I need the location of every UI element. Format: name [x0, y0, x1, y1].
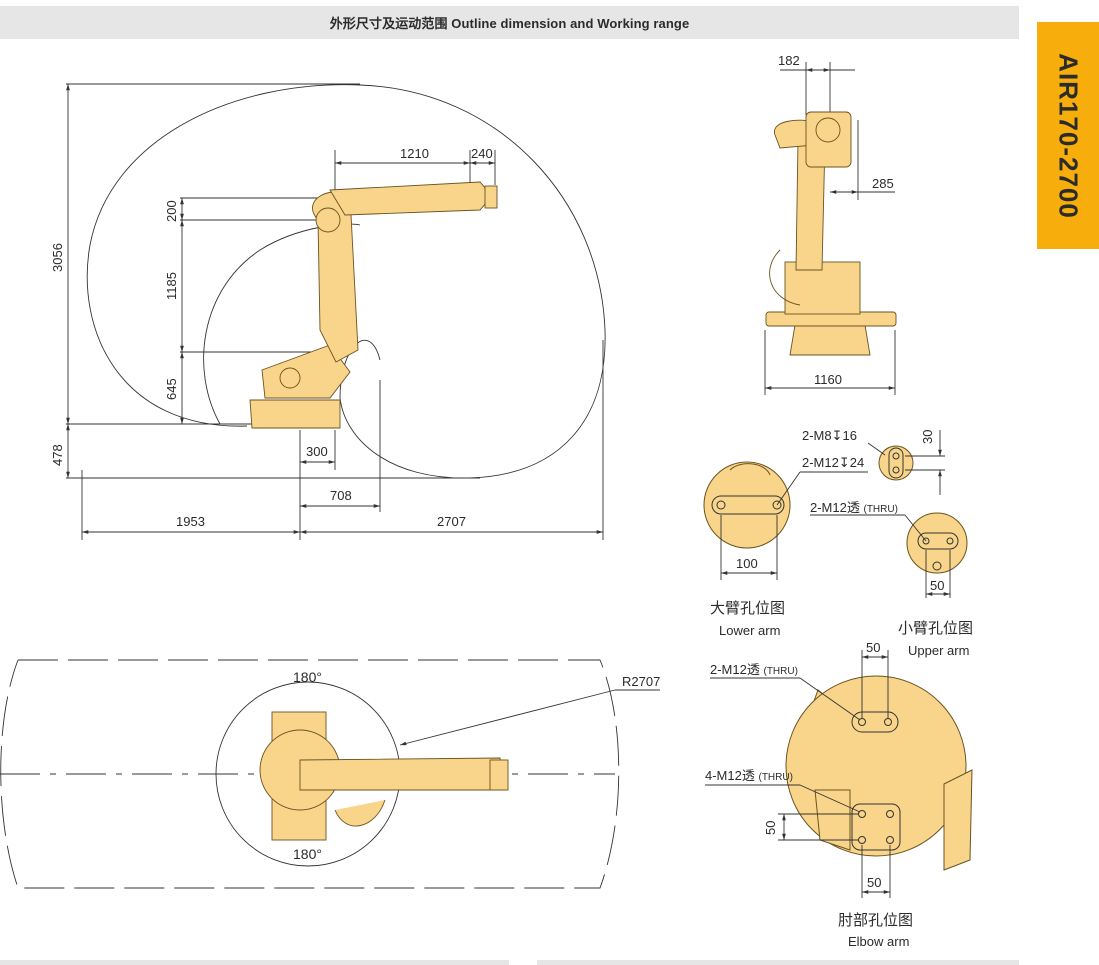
elbow-caption-en: Elbow arm — [848, 934, 909, 949]
upper-arm-spacing: 50 — [930, 578, 944, 593]
dim-wrist-width: 285 — [872, 176, 894, 191]
upper-arm-caption-cn: 小臂孔位图 — [898, 619, 973, 637]
top-view — [0, 659, 660, 889]
section-header: 外形尺寸及运动范围 Outline dimension and Working … — [0, 6, 1019, 39]
footer-bar-left — [0, 960, 509, 965]
dim-front-reach: 2707 — [437, 514, 466, 529]
dim-inner-radius: 708 — [330, 488, 352, 503]
dim-arm-length: 1185 — [164, 272, 179, 300]
lower-arm-hole-a: 2-M8↧16 — [802, 428, 857, 443]
elbow-hole-a: 2-M12透 (THRU) — [710, 662, 798, 677]
angle-bottom: 180° — [293, 846, 322, 862]
depth-30: 30 — [920, 430, 935, 444]
dim-rear-reach: 1953 — [176, 514, 205, 529]
dim-total-height: 3056 — [50, 243, 65, 272]
radius-label: R2707 — [622, 674, 660, 689]
upper-arm-hole: 2-M12透 (THRU) — [810, 500, 898, 515]
dim-axis-offset: 300 — [306, 444, 328, 459]
lower-arm-detail — [703, 461, 868, 580]
elbow-side-spacing: 50 — [763, 821, 778, 835]
upper-arm-detail — [810, 512, 968, 598]
elbow-hole-b: 4-M12透 (THRU) — [705, 768, 793, 783]
model-tab: AIR170-2700 — [1037, 22, 1099, 249]
lower-arm-spacing: 100 — [736, 556, 758, 571]
lower-arm-caption-en: Lower arm — [719, 623, 780, 638]
top-envelope — [0, 659, 620, 889]
section-title: 外形尺寸及运动范围 Outline dimension and Working … — [329, 16, 690, 31]
front-view — [764, 62, 896, 395]
elbow-detail — [705, 650, 973, 898]
dim-top-width: 182 — [778, 53, 800, 68]
robot-top — [259, 711, 509, 841]
lower-arm-caption-cn: 大臂孔位图 — [710, 599, 785, 617]
lower-arm-hole-b: 2-M12↧24 — [802, 455, 864, 470]
robot-side — [249, 181, 498, 429]
dim-base-height: 645 — [164, 378, 179, 400]
hole-depth-detail — [867, 430, 945, 495]
angle-top: 180° — [293, 669, 322, 685]
elbow-caption-cn: 肘部孔位图 — [838, 911, 913, 929]
elbow-top-spacing: 50 — [866, 640, 880, 655]
dim-base-lower: 478 — [50, 444, 65, 466]
elbow-bottom-spacing: 50 — [867, 875, 881, 890]
footer-bar-right — [537, 960, 1019, 965]
robot-front — [765, 111, 897, 356]
dim-reach-top: 1210 — [400, 146, 429, 161]
dim-wrist: 240 — [471, 146, 493, 161]
upper-arm-caption-en: Upper arm — [908, 643, 969, 658]
dim-base-width: 1160 — [814, 372, 842, 387]
dim-upper-offset: 200 — [164, 200, 179, 222]
